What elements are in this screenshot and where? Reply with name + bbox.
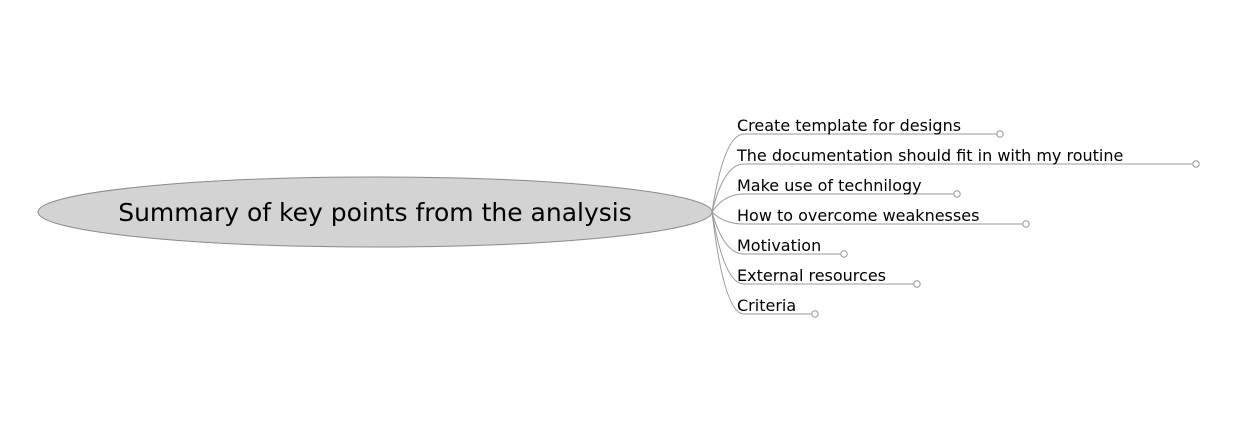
branch-label[interactable]: Criteria	[737, 296, 796, 315]
branch-node[interactable]: Make use of technilogy	[711, 176, 961, 213]
branch-label[interactable]: Motivation	[737, 236, 821, 255]
branch-edge	[711, 211, 841, 255]
branch-terminal-circle[interactable]	[996, 130, 1004, 138]
branch-terminal-circle[interactable]	[840, 250, 848, 258]
branch-edge	[711, 163, 1193, 213]
branch-terminal-circle[interactable]	[1192, 160, 1200, 168]
branch-label[interactable]: External resources	[737, 266, 886, 285]
branch-node[interactable]: The documentation should fit in with my …	[711, 146, 1200, 213]
branch-node[interactable]: External resources	[711, 211, 921, 288]
branch-node[interactable]: Create template for designs	[711, 116, 1004, 213]
branch-label[interactable]: Make use of technilogy	[737, 176, 922, 195]
branch-label[interactable]: How to overcome weaknesses	[737, 206, 979, 225]
branch-terminal-circle[interactable]	[811, 310, 819, 318]
branch-node[interactable]: How to overcome weaknesses	[711, 206, 1030, 228]
branch-edge	[711, 133, 997, 213]
branch-terminal-circle[interactable]	[953, 190, 961, 198]
branch-terminal-circle[interactable]	[1022, 220, 1030, 228]
root-node[interactable]: Summary of key points from the analysis	[37, 176, 713, 248]
root-node-label: Summary of key points from the analysis	[118, 198, 632, 227]
branch-node[interactable]: Motivation	[711, 211, 848, 258]
branch-edge	[711, 193, 954, 213]
branch-label[interactable]: The documentation should fit in with my …	[736, 146, 1123, 165]
branch-terminal-circle[interactable]	[913, 280, 921, 288]
branch-node[interactable]: Criteria	[711, 211, 819, 318]
branch-edge	[711, 211, 812, 315]
branch-label[interactable]: Create template for designs	[737, 116, 961, 135]
branch-edge	[711, 211, 1023, 225]
branch-edge	[711, 211, 914, 285]
